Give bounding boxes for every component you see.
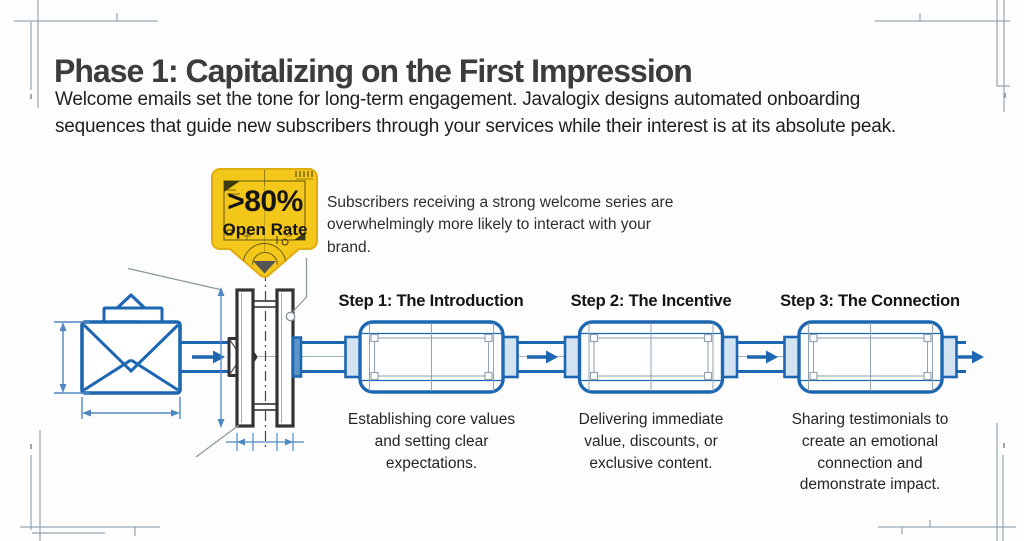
machine-capsule-icon-step-2 [563,320,739,394]
machine-capsule-icon-step-1 [343,320,520,394]
step-1-description: Establishing core values and setting cle… [347,411,516,472]
arrow-right-icon [958,350,984,364]
valve-plates-icon [235,271,346,448]
badge-note: Subscribers receiving a strong welcome s… [327,194,674,256]
open-rate-marker-icon [211,168,318,278]
step-2-description: Delivering immediate value, discounts, o… [578,411,724,472]
arrow-right-icon [192,350,225,364]
badge-leader-line [285,258,308,322]
step-2-title: Step 2: The Incentive [570,292,732,310]
step-3-title: Step 3: The Connection [780,292,960,310]
arrow-right-icon [747,350,778,364]
corner-marks-bottom-right [878,423,1016,541]
corner-marks-top-left [14,0,158,108]
envelope-icon [80,293,182,395]
corner-marks-bottom-left [20,430,160,541]
connector-pipe-2 [737,341,785,373]
envelope-dimensions [54,321,181,419]
valve-dimensions [127,267,304,458]
connector-pipe-1 [518,341,566,373]
page-title: Phase 1: Capitalizing on the First Impre… [54,53,693,90]
page-subtitle: Welcome emails set the tone for long-ter… [55,89,896,137]
badge-value: >80% [227,185,303,218]
arrow-right-icon [527,350,558,364]
outlet-arrow [956,341,984,373]
step-1-title: Step 1: The Introduction [338,292,524,310]
badge-label: Open Rate [222,220,308,239]
open-rate-badge: >80% Open Rate [212,185,318,239]
badge-blueprint-decorations [223,170,313,266]
corner-marks-top-right [875,0,1010,112]
machine-capsule-icon-step-3 [782,320,959,394]
badge-tip [253,261,276,274]
step-3-description: Sharing testimonials to create an emotio… [791,411,949,494]
